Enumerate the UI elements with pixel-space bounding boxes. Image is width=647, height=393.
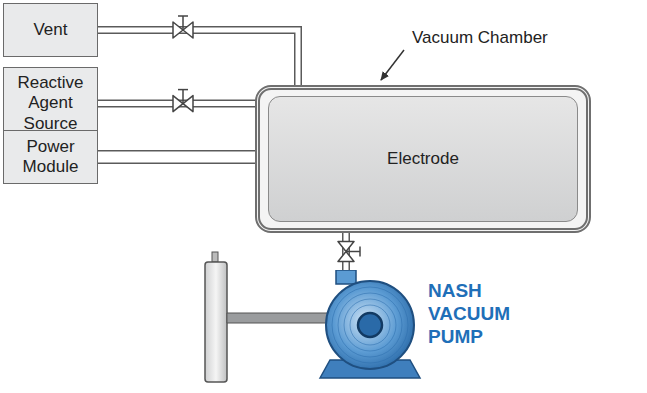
node-label: Electrode xyxy=(387,149,459,169)
pipe-connector xyxy=(98,90,257,112)
node-label: Vent xyxy=(33,20,67,40)
electrode: Electrode xyxy=(268,96,578,222)
node-label: Vacuum Chamber xyxy=(412,28,548,48)
pump-symbol xyxy=(300,270,430,382)
valve-symbol xyxy=(173,16,193,38)
node-label: Power Module xyxy=(10,137,91,178)
vacuum-pump: NASH VACUUM PUMP xyxy=(300,270,540,382)
separator-tank xyxy=(205,252,330,382)
valve-symbol xyxy=(338,242,360,262)
vacuum-chamber: Vacuum ChamberElectrode xyxy=(255,85,591,233)
node-label: NASH VACUUM PUMP xyxy=(428,280,524,348)
leader-line xyxy=(381,50,404,80)
pipe-connector xyxy=(98,16,298,88)
vent-box: Vent xyxy=(3,3,98,57)
node-label: Reactive Agent Source xyxy=(10,73,91,134)
pipe-connector xyxy=(98,157,257,158)
power-box: Power Module xyxy=(3,130,98,184)
pipe-connector xyxy=(338,233,360,272)
valve-symbol xyxy=(173,90,193,112)
